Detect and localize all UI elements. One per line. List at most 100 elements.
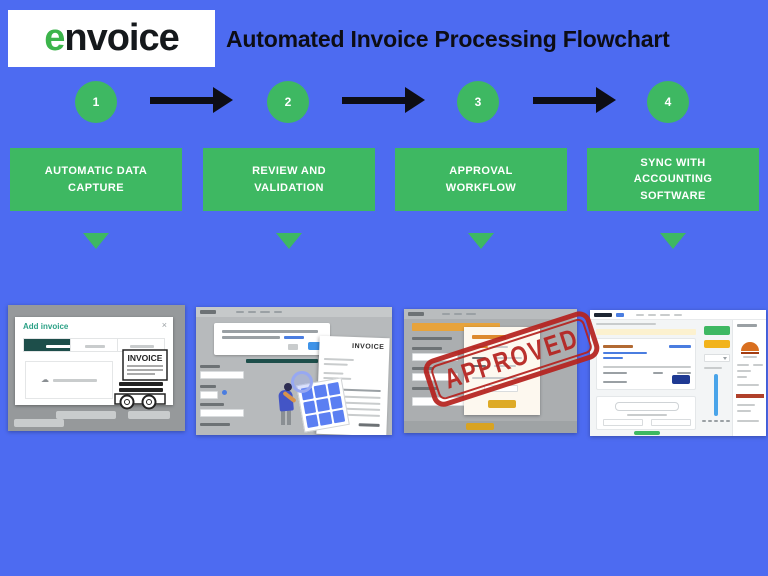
text-line [472, 377, 528, 379]
field-label [412, 367, 434, 370]
step-circle-4: 4 [647, 81, 689, 123]
step-box-approval-workflow: APPROVAL WORKFLOW [395, 148, 567, 211]
attachment-row [603, 381, 627, 383]
form-field [412, 373, 458, 381]
radio-selected [222, 390, 227, 395]
app-navbar [196, 307, 392, 317]
tab-link [70, 339, 117, 351]
grid-cell [331, 409, 346, 424]
app-navbar [404, 309, 577, 319]
triangle-down-icon [276, 233, 302, 249]
pending-button [704, 340, 730, 348]
field-value [494, 365, 516, 367]
grid-cell [329, 395, 343, 410]
logo-letter-e: e [44, 17, 65, 59]
save-button [672, 375, 690, 384]
pagination-item [714, 420, 718, 422]
text-line [737, 404, 755, 406]
grid-cell [313, 384, 328, 399]
text-line [753, 364, 763, 366]
section-title [412, 337, 452, 340]
button-row [56, 411, 116, 419]
arrow-right-icon [342, 87, 425, 113]
menu-item [236, 311, 244, 313]
modal-title: Add invoice [23, 322, 69, 331]
add-line-pill [615, 402, 679, 411]
approval-card [464, 327, 540, 415]
step-box-review-validation: REVIEW AND VALIDATION [203, 148, 375, 211]
pagination-item [726, 420, 730, 422]
menu-item [442, 313, 450, 315]
text-line [222, 330, 318, 333]
text-line [53, 378, 97, 382]
field-label [704, 367, 722, 369]
invoice-machine-illustration: INVOICE [114, 349, 168, 410]
menu-item [248, 311, 256, 313]
form-field [651, 419, 691, 426]
field-label [472, 357, 486, 359]
text-line [737, 384, 759, 386]
triangle-down-icon [660, 233, 686, 249]
field-label [412, 387, 438, 390]
field-value [494, 357, 522, 359]
field-label [200, 385, 216, 388]
grid-cell [305, 414, 319, 428]
text-line [737, 376, 747, 378]
arrow-right-icon [533, 87, 616, 113]
step-box-sync-accounting: SYNC WITH ACCOUNTING SOFTWARE [587, 148, 759, 211]
details-card [596, 396, 696, 430]
invoice-art-label: INVOICE [128, 353, 163, 363]
table-cell [653, 372, 663, 374]
text-line [323, 371, 344, 375]
logo-accent [616, 313, 624, 317]
status-dropdown [704, 354, 730, 362]
screenshot-review-validation: INVOICE [196, 307, 392, 435]
app-logo [408, 312, 424, 316]
footer-bar [404, 421, 577, 433]
submit-button [466, 423, 494, 430]
person-leg [287, 410, 291, 425]
link-text [603, 352, 647, 354]
screenshot-approval-workflow [404, 309, 577, 433]
scrollbar [714, 374, 718, 416]
chevron-down-icon [723, 357, 727, 360]
text-line [46, 345, 74, 348]
text-line [737, 410, 751, 412]
pane-header [737, 324, 757, 327]
form-field [200, 409, 244, 417]
info-banner [596, 329, 696, 335]
field-label [200, 403, 224, 406]
text-line [222, 336, 280, 339]
grid-cell [316, 398, 330, 412]
card-title [472, 335, 506, 339]
form-field [200, 371, 244, 379]
grid-cell [303, 400, 317, 415]
arrow-shaft [533, 96, 596, 104]
screenshot-sync-accounting [590, 310, 766, 436]
close-icon: × [161, 320, 167, 330]
button-row [128, 411, 170, 419]
text-line [85, 345, 105, 348]
text-line [323, 362, 348, 366]
app-logo [200, 310, 216, 314]
invoice-summary-card [596, 338, 696, 390]
status-banner [412, 323, 500, 331]
text-line [737, 364, 749, 366]
page-title: Automated Invoice Processing Flowchart [226, 26, 670, 52]
text-line [737, 370, 751, 372]
grid-cell [318, 411, 333, 426]
text-line [743, 356, 757, 358]
pagination-item [702, 420, 706, 422]
app-navbar [590, 310, 766, 320]
arrow-shaft [342, 96, 405, 104]
text-line [323, 357, 354, 362]
vendor-logo-base [741, 352, 759, 354]
vendor-name [603, 345, 633, 348]
publish-button [704, 326, 730, 335]
form-field [603, 419, 643, 426]
tab-active [472, 346, 488, 348]
arrow-shaft [150, 96, 213, 104]
app-logo [594, 313, 612, 317]
step-circle-2: 2 [267, 81, 309, 123]
menu-item [660, 314, 670, 316]
